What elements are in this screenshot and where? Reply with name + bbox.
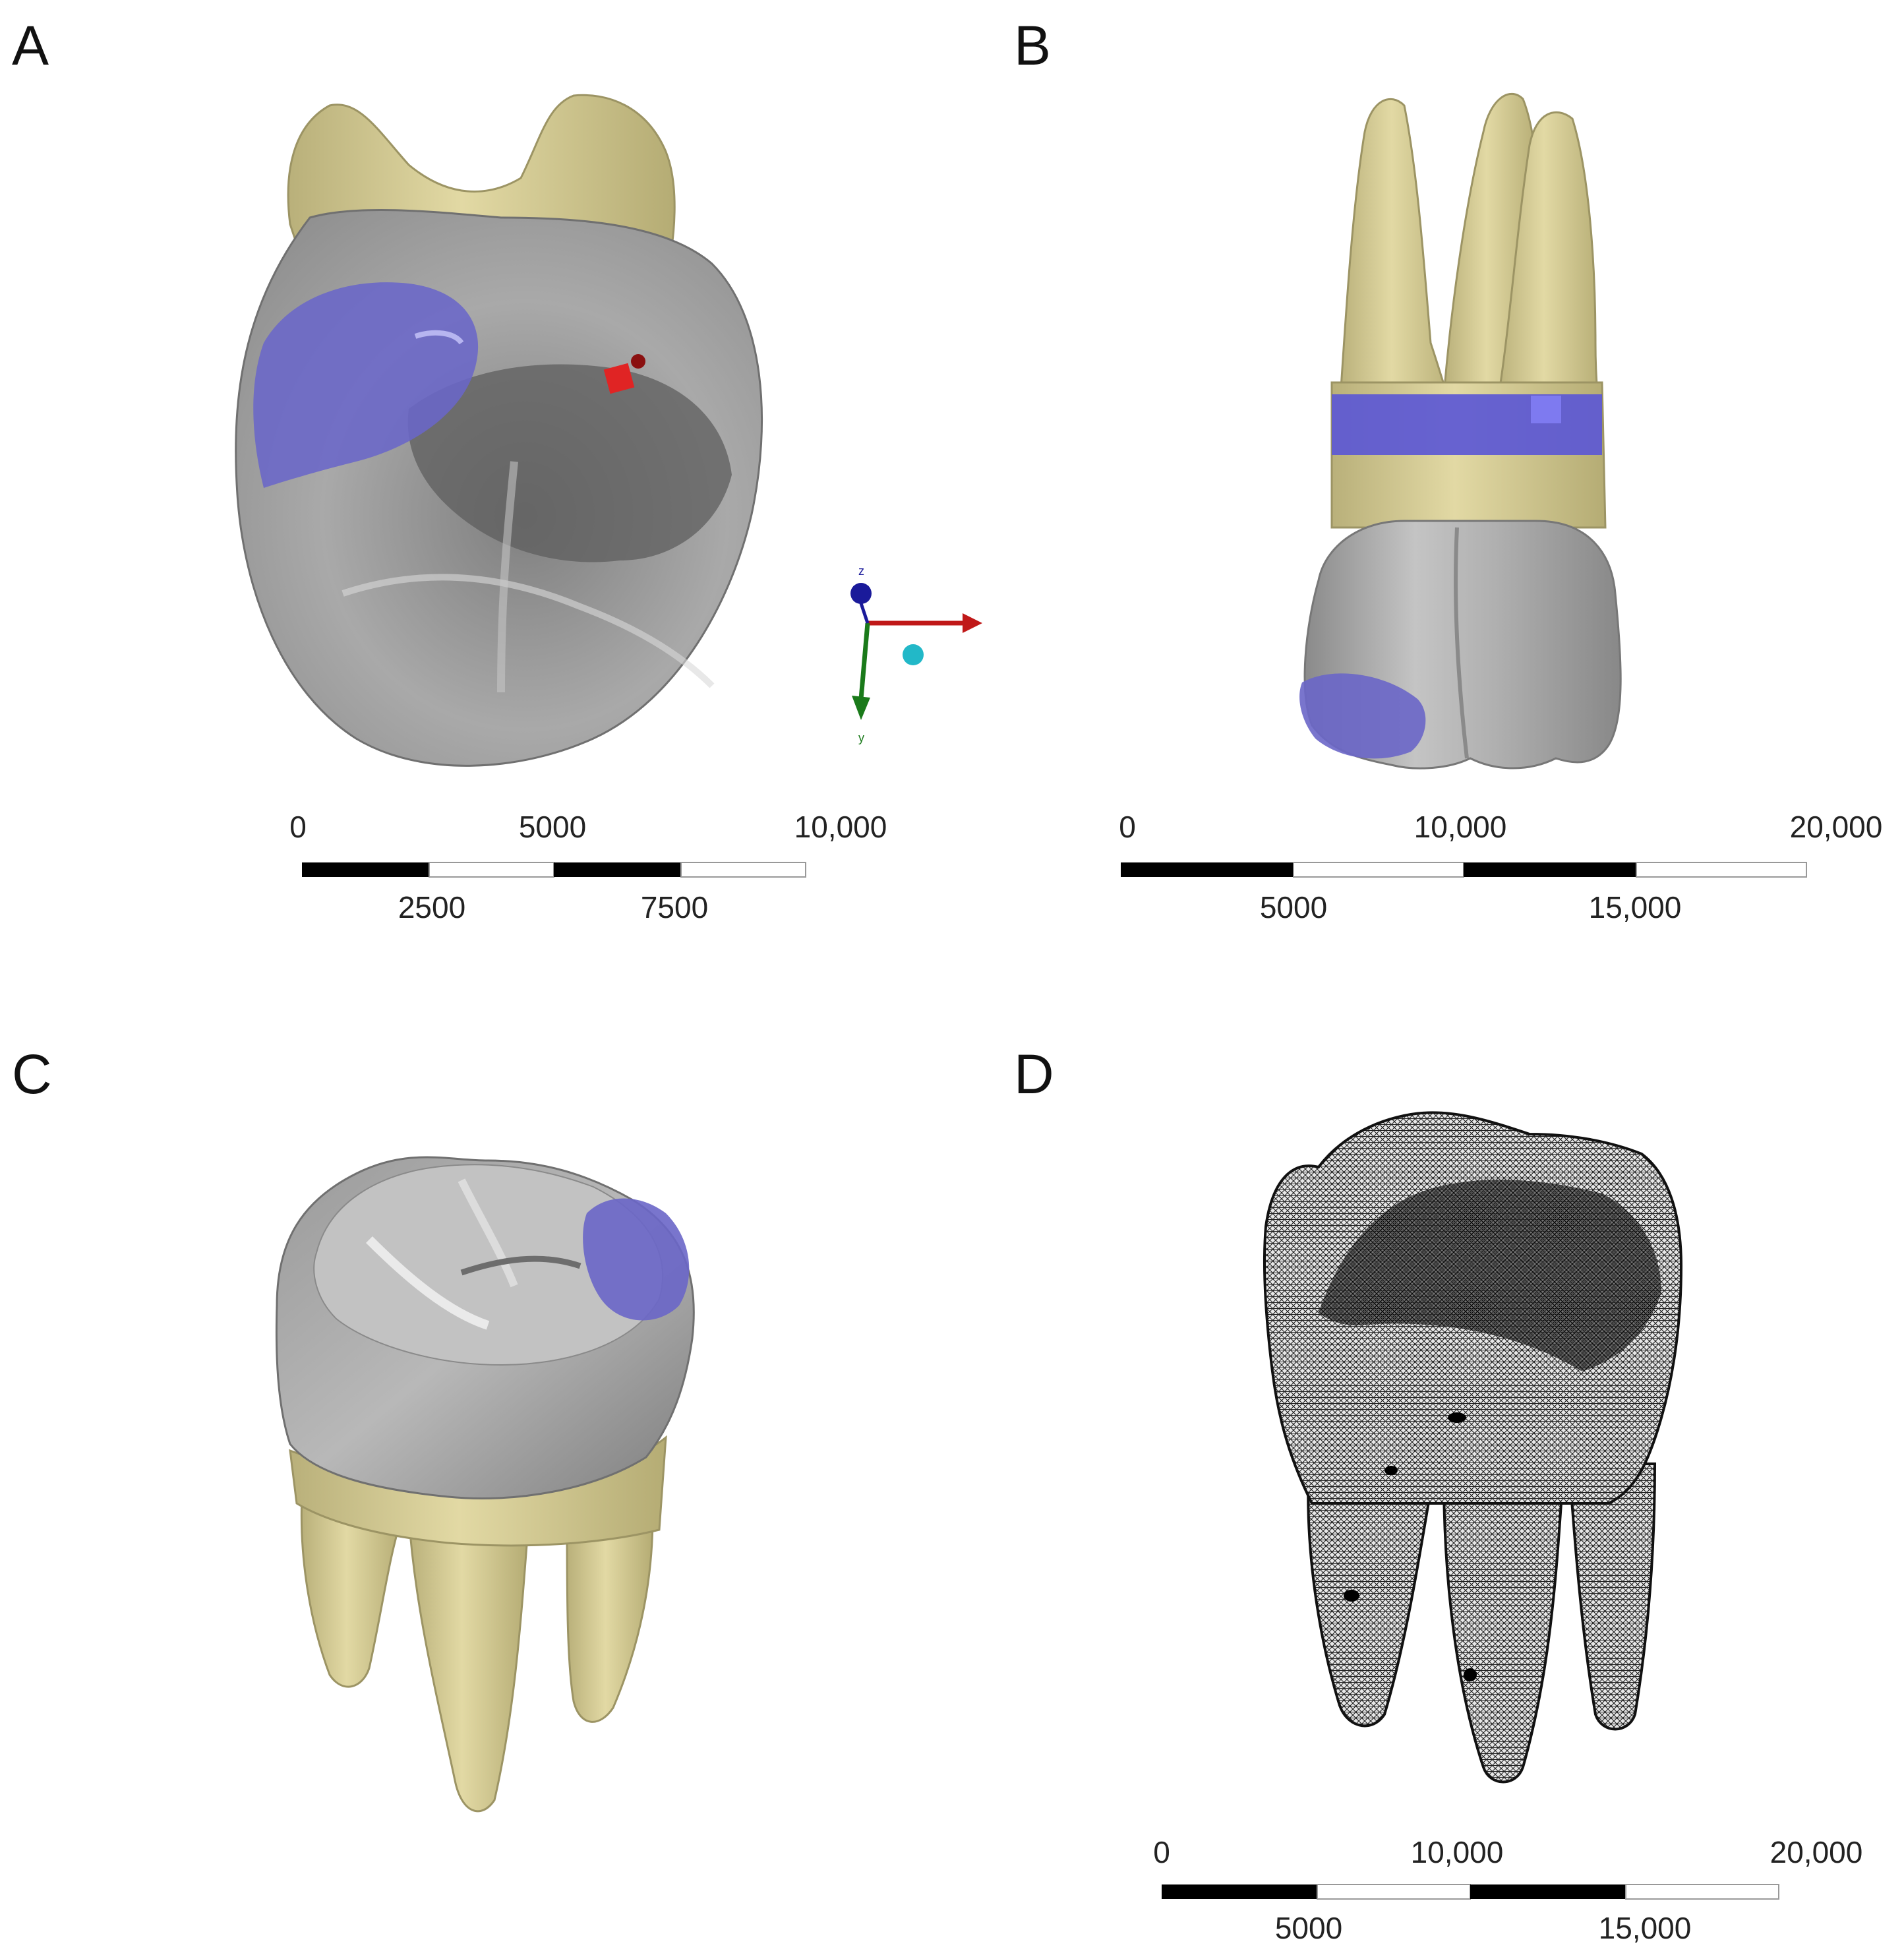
scale-d-label-5000: 5000: [1275, 1911, 1342, 1945]
y-axis-arrowhead: [852, 696, 870, 720]
scale-d-seg-4: [1625, 1884, 1779, 1900]
scale-bar-a: 0 5000 10,000 2500 7500: [289, 810, 887, 924]
tooth-a-ridge-2: [497, 461, 518, 693]
scale-bar-d: 0 10,000 20,000 5000 15,000: [1153, 1835, 1862, 1945]
tooth-c-fissure: [460, 1255, 581, 1276]
panel-a: A z y: [12, 15, 982, 924]
tooth-c-root-right: [566, 1515, 654, 1723]
tooth-b-crown-groove: [1454, 527, 1469, 759]
tooth-d-mesh-node-2: [1464, 1668, 1477, 1681]
tooth-b-band-marker: [1531, 396, 1561, 423]
tooth-d-mesh-root-right: [1567, 1462, 1657, 1731]
tooth-a-ridge: [342, 574, 715, 688]
scale-a-seg-1: [302, 862, 429, 877]
scale-d-seg-2: [1317, 1884, 1471, 1900]
panel-label-d: D: [1014, 1043, 1054, 1105]
scale-b-label-15000: 15,000: [1589, 890, 1682, 924]
y-axis-arrow: [858, 622, 870, 700]
scale-b-seg-2: [1293, 862, 1464, 878]
tooth-d-mesh-occlusal: [1319, 1180, 1661, 1371]
scale-b-seg-4: [1636, 862, 1807, 878]
tooth-d-mesh-root-left: [1307, 1468, 1433, 1728]
tooth-a-occlusal-view: [235, 94, 763, 767]
coordinate-triad: z y: [850, 564, 982, 744]
scale-b-label-0: 0: [1119, 810, 1136, 844]
tooth-c-perspective-view: [275, 1156, 695, 1813]
tooth-c-contact-region: [583, 1198, 690, 1321]
panel-c: C: [12, 1043, 695, 1813]
tooth-c-cusp-ridge-2: [458, 1178, 518, 1288]
scale-bar-b: 0 10,000 20,000 5000 15,000: [1119, 810, 1882, 924]
tooth-c-cusp-ridge: [366, 1236, 490, 1330]
tooth-c-root-middle: [407, 1515, 529, 1813]
y-axis-label: y: [858, 731, 864, 744]
tooth-a-fossa: [407, 364, 732, 562]
tooth-a-load-marker-dot: [631, 354, 645, 369]
scale-b-seg-3: [1464, 862, 1636, 877]
scale-a-seg-3: [554, 862, 681, 877]
scale-d-label-0: 0: [1153, 1835, 1170, 1869]
scale-a-label-5000: 5000: [519, 810, 586, 844]
tooth-d-mesh-view: [1263, 1111, 1683, 1784]
origin-marker: [903, 644, 924, 665]
scale-d-label-15000: 15,000: [1599, 1911, 1692, 1945]
panel-b: B 0 10,000 20,000 5000: [1014, 15, 1882, 924]
scale-b-label-10000: 10,000: [1414, 810, 1507, 844]
scale-a-seg-2: [429, 862, 554, 878]
tooth-d-mesh-node-4: [1384, 1466, 1398, 1475]
scale-a-label-0: 0: [289, 810, 307, 844]
panel-label-c: C: [12, 1043, 52, 1105]
tooth-b-contact-region: [1299, 673, 1426, 759]
scale-a-seg-4: [680, 862, 806, 878]
panel-label-a: A: [12, 15, 49, 76]
tooth-a-load-marker: [603, 363, 635, 394]
panel-label-b: B: [1014, 15, 1051, 76]
scale-b-seg-1: [1121, 862, 1294, 877]
tooth-b-root-3: [1495, 111, 1603, 437]
tooth-b-side-view: [1299, 92, 1622, 769]
scale-a-label-7500: 7500: [641, 890, 708, 924]
tooth-a-contact-highlight: [414, 330, 464, 345]
z-axis-label: z: [858, 564, 864, 578]
tooth-d-mesh-node-3: [1448, 1412, 1466, 1423]
tooth-d-mesh-root-middle: [1442, 1475, 1564, 1784]
scale-a-label-2500: 2500: [398, 890, 465, 924]
z-axis-marker: [850, 583, 872, 604]
z-axis-stem: [859, 603, 870, 624]
scale-d-label-20000: 20,000: [1770, 1835, 1863, 1869]
x-axis-arrowhead: [963, 613, 982, 633]
tooth-d-mesh-node-1: [1344, 1590, 1359, 1602]
tooth-b-root-1: [1337, 98, 1459, 430]
scale-a-label-10000: 10,000: [794, 810, 887, 844]
scale-b-label-5000: 5000: [1260, 890, 1327, 924]
scale-d-seg-3: [1470, 1884, 1626, 1899]
scale-d-label-10000: 10,000: [1411, 1835, 1504, 1869]
panel-d: D 0 10,000 20,000 5000 15,000: [1014, 1043, 1862, 1945]
tooth-b-contact-band: [1332, 394, 1602, 455]
scale-d-seg-1: [1162, 1884, 1317, 1899]
scale-b-label-20000: 20,000: [1790, 810, 1883, 844]
